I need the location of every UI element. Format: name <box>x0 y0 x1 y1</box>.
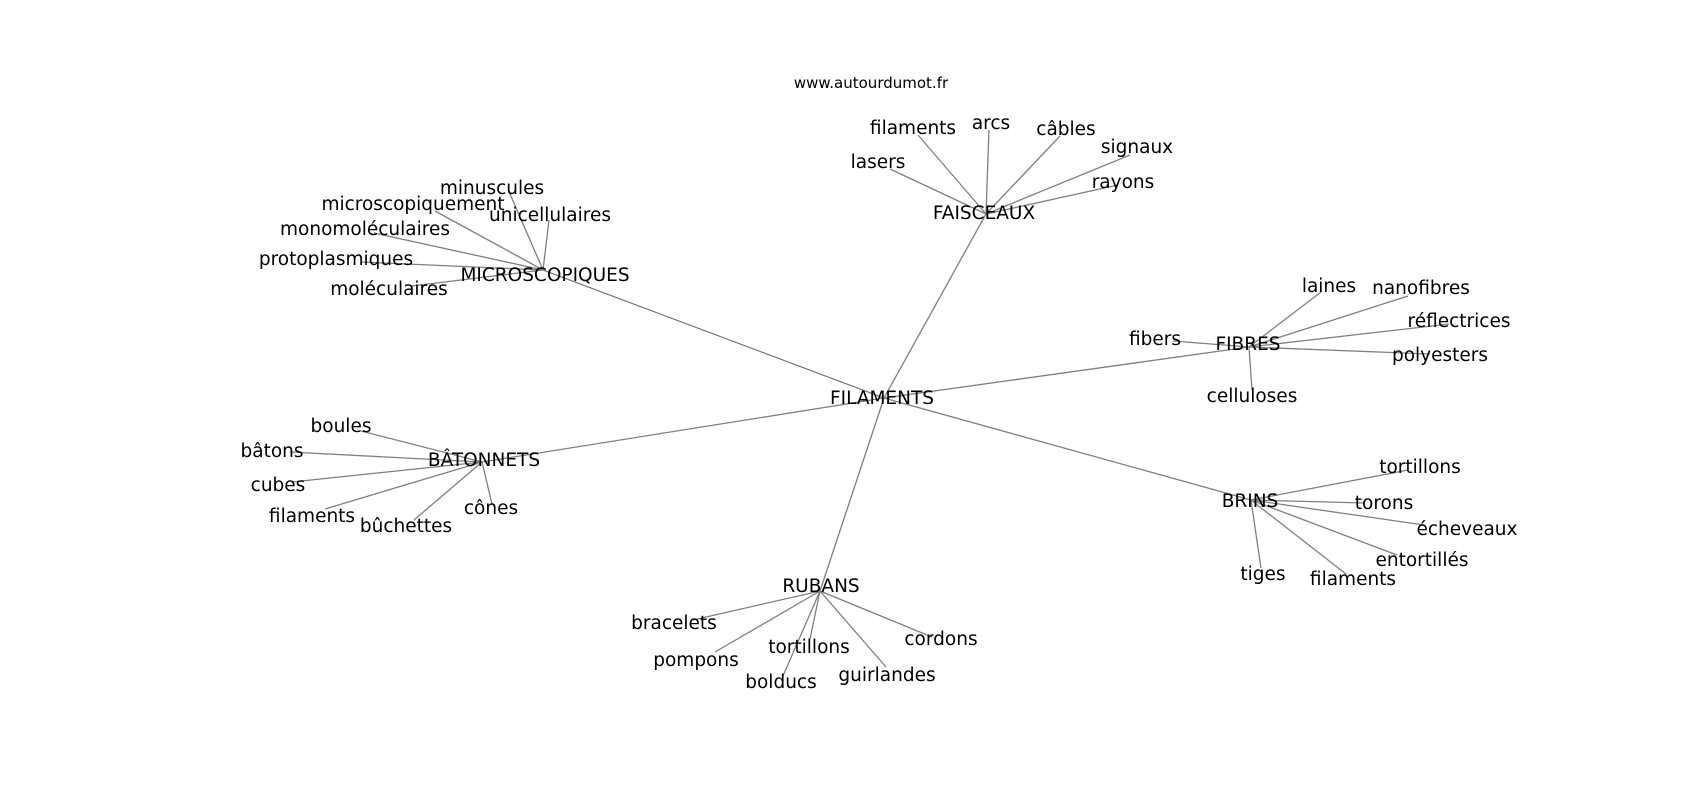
edge-fibres-leaf <box>1248 291 1322 348</box>
leaf-node-label: bracelets <box>631 613 717 634</box>
leaf-node-label: lasers <box>851 152 906 173</box>
edge-microscopiques-leaf <box>542 219 550 271</box>
labels-layer: www.autourdumot.fr FILAMENTS lasers filam… <box>240 74 1517 693</box>
edge-microscopiques-leaf <box>373 232 544 271</box>
edge-batonnets-leaf <box>360 430 483 463</box>
edge-microscopiques-leaf <box>509 193 544 271</box>
edge-root-microscopiques <box>542 269 885 399</box>
leaf-node-label: filaments <box>1310 569 1396 590</box>
edge-root-fibres <box>883 346 1250 399</box>
leaf-node-label: microscopiquement <box>321 194 504 215</box>
leaf-node-label: bâtons <box>240 441 303 462</box>
edge-microscopiques-leaf <box>411 269 544 287</box>
edge-batonnets-leaf <box>481 461 493 505</box>
leaf-node-label: bûchettes <box>360 516 452 537</box>
leaf-node-label: réflectrices <box>1408 311 1511 332</box>
edges-layer <box>289 129 1450 677</box>
leaf-node-label: nanofibres <box>1372 278 1470 299</box>
edge-faisceaux-leaf <box>985 135 1061 215</box>
edge-batonnets-leaf <box>291 461 483 483</box>
leaf-node-label: câbles <box>1036 119 1095 140</box>
edge-brins-leaf <box>1250 499 1398 556</box>
edge-rubans-leaf <box>782 590 821 677</box>
edge-root-brins <box>883 397 1252 501</box>
leaf-node-label: laines <box>1302 276 1356 297</box>
leaf-node-label: unicellulaires <box>489 205 611 226</box>
edge-faisceaux-leaf <box>889 168 987 215</box>
edge-faisceaux-leaf <box>917 134 987 215</box>
edge-fibres-leaf <box>1248 346 1431 355</box>
leaf-node-label: fibers <box>1129 329 1181 350</box>
edge-fibres-leaf <box>1248 295 1409 348</box>
leaf-node-label: filaments <box>269 506 355 527</box>
leaf-node-label: arcs <box>972 113 1010 134</box>
leaf-node-label: torons <box>1355 493 1413 514</box>
edge-microscopiques-leaf <box>434 210 544 271</box>
leaf-node-label: tortillons <box>768 637 850 658</box>
edge-fibres-leaf <box>1248 346 1253 391</box>
edge-root-batonnets <box>481 397 885 463</box>
edge-batonnets-leaf <box>289 451 483 463</box>
leaf-node-label: monomoléculaires <box>280 219 450 240</box>
leaf-node-label: pompons <box>653 650 739 671</box>
edge-faisceaux-leaf <box>985 129 990 215</box>
leaf-node-label: minuscules <box>440 178 544 199</box>
edge-rubans-leaf <box>714 590 821 653</box>
cluster-node-label-faisceaux: FAISCEAUX <box>933 203 1036 224</box>
edge-batonnets-leaf <box>413 461 483 521</box>
leaf-node-label: entortillés <box>1376 550 1469 571</box>
edge-batonnets-leaf <box>324 461 483 510</box>
cluster-node-label-fibres: FIBRES <box>1215 334 1280 355</box>
edge-brins-leaf <box>1250 499 1347 575</box>
edge-root-faisceaux <box>883 213 987 399</box>
cluster-node-label-microscopiques: MICROSCOPIQUES <box>460 265 629 286</box>
leaf-node-label: bolducs <box>745 672 816 693</box>
leaf-node-label: cordons <box>904 629 977 650</box>
leaf-node-label: polyesters <box>1392 345 1488 366</box>
leaf-node-label: guirlandes <box>838 665 935 686</box>
edge-faisceaux-leaf <box>985 184 1119 215</box>
cluster-node-label-batonnets: BÂTONNETS <box>428 449 540 471</box>
leaf-node-label: moléculaires <box>330 279 448 300</box>
edge-microscopiques-leaf <box>360 261 544 271</box>
edge-faisceaux-leaf <box>985 154 1131 215</box>
leaf-node-label: cubes <box>251 475 306 496</box>
root-node-label: FILAMENTS <box>830 388 934 409</box>
leaf-node-label: tortillons <box>1379 457 1461 478</box>
leaf-node-label: protoplasmiques <box>259 249 413 270</box>
leaf-node-label: signaux <box>1101 137 1173 158</box>
leaf-node-label: rayons <box>1092 172 1155 193</box>
edge-brins-leaf <box>1250 499 1366 504</box>
edge-brins-leaf <box>1250 499 1262 569</box>
edge-rubans-leaf <box>819 590 933 638</box>
cluster-node-label-rubans: RUBANS <box>782 576 859 597</box>
leaf-node-label: filaments <box>870 118 956 139</box>
edge-rubans-leaf <box>692 590 821 621</box>
edge-brins-leaf <box>1250 469 1409 501</box>
leaf-node-label: boules <box>311 416 372 437</box>
leaf-node-label: tiges <box>1240 564 1285 585</box>
edge-rubans-leaf <box>819 590 887 668</box>
edge-root-rubans <box>819 397 885 592</box>
leaf-node-label: écheveaux <box>1416 519 1517 540</box>
edge-brins-leaf <box>1250 499 1425 526</box>
site-title: www.autourdumot.fr <box>794 74 949 92</box>
edge-fibres-leaf <box>1248 323 1450 348</box>
edge-fibres-leaf <box>1172 340 1250 348</box>
leaf-node-label: cônes <box>464 498 518 519</box>
cluster-node-label-brins: BRINS <box>1222 491 1279 512</box>
edge-rubans-leaf <box>809 590 821 640</box>
leaf-node-label: celluloses <box>1207 386 1298 407</box>
